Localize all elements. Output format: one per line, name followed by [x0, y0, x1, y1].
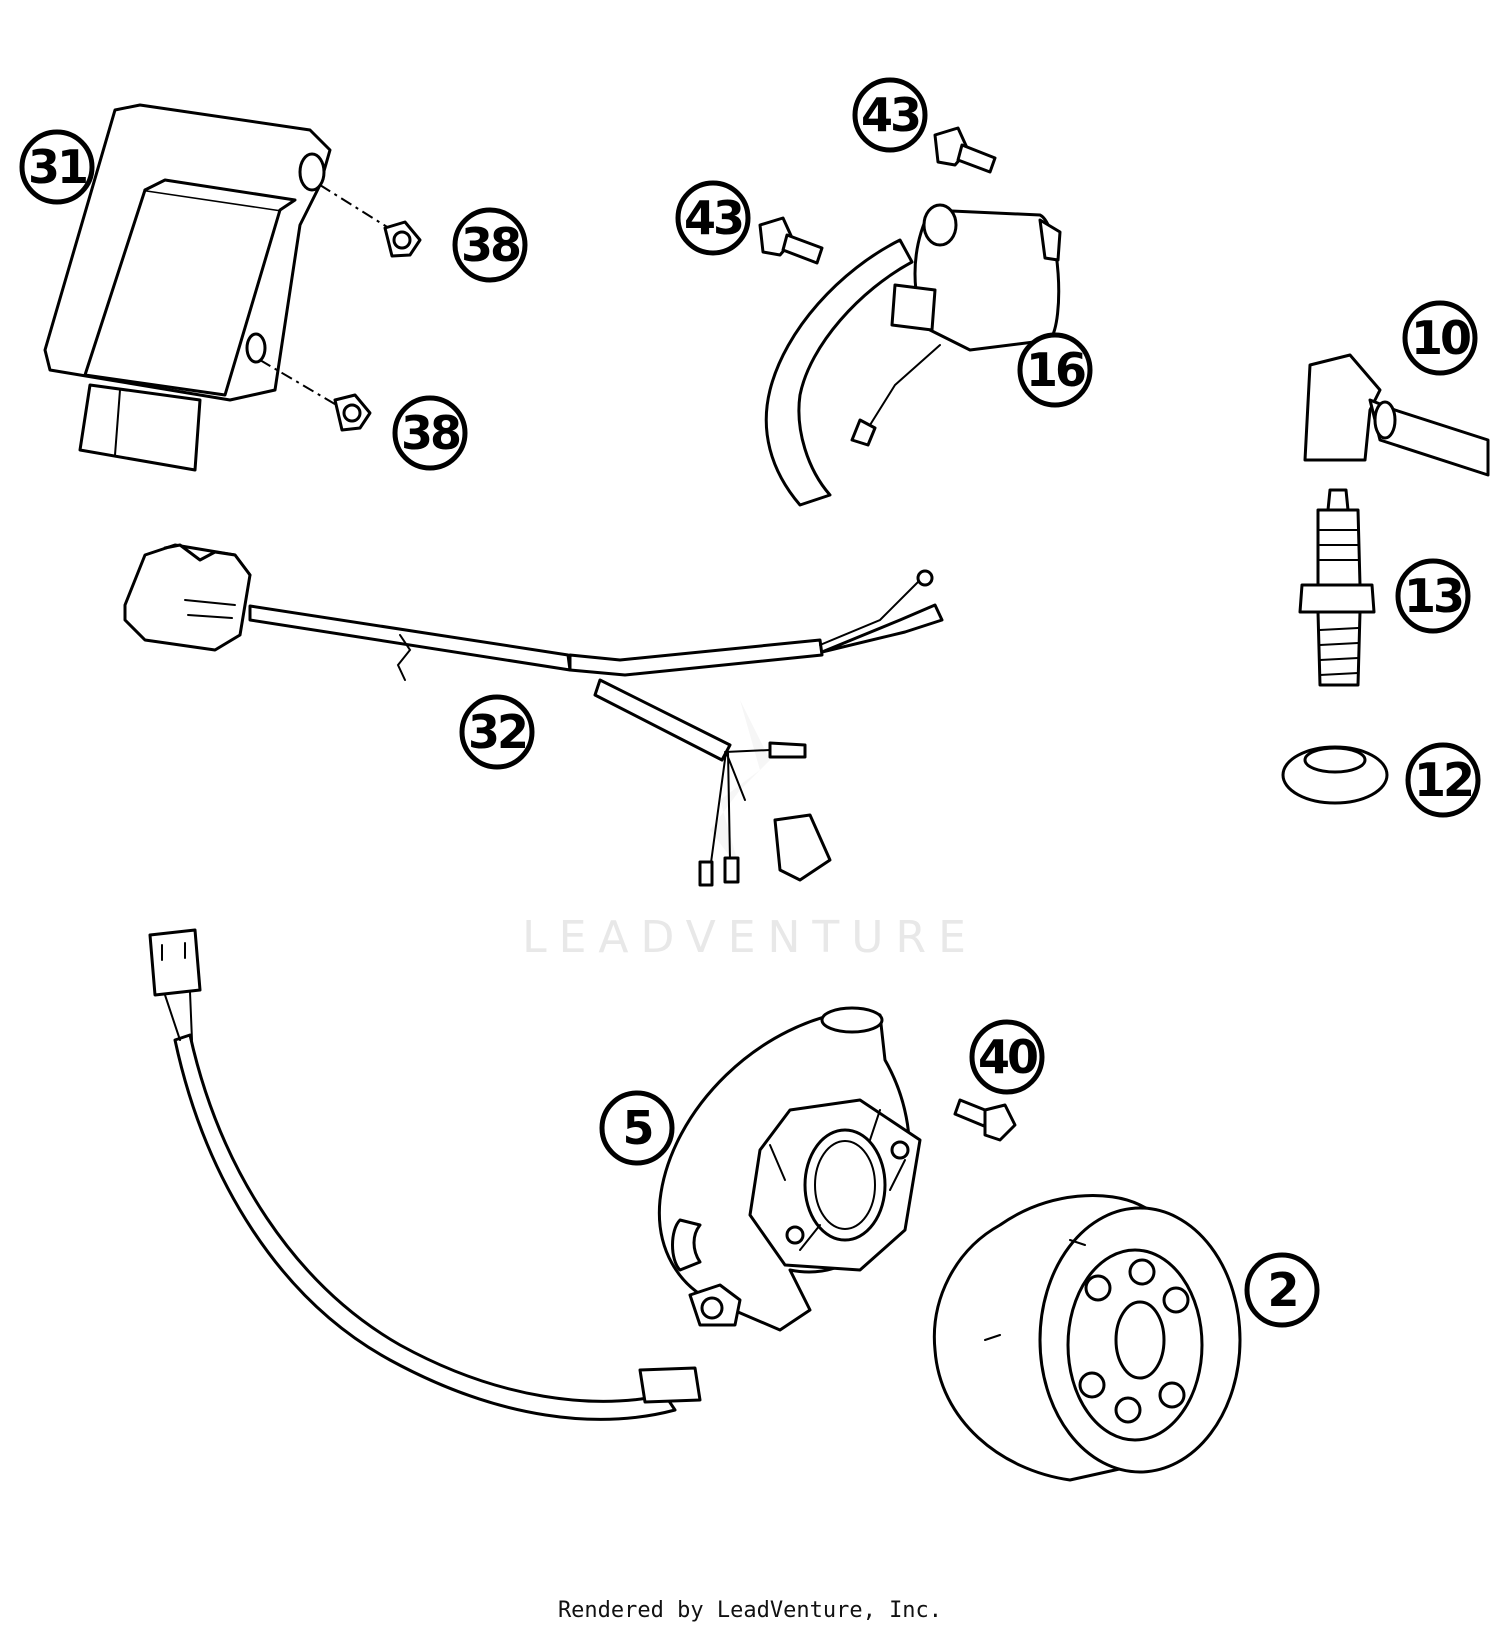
callout-38-lower: 38 [392, 395, 468, 471]
svg-text:13: 13 [1404, 569, 1462, 623]
bolt-38-lower [259, 359, 372, 432]
callout-43-lower: 43 [675, 180, 751, 256]
svg-text:16: 16 [1026, 343, 1085, 397]
svg-text:5: 5 [622, 1101, 651, 1155]
footer-credit: Rendered by LeadVenture, Inc. [557, 1598, 943, 1623]
svg-text:32: 32 [468, 705, 526, 759]
stator [148, 928, 922, 1421]
svg-text:31: 31 [28, 140, 86, 194]
bolt-43-lower [758, 216, 824, 265]
stator-screw [953, 1098, 1017, 1142]
svg-text:12: 12 [1414, 753, 1472, 807]
spark-plug-cap [1303, 353, 1490, 477]
watermark-text: LEADVENTURE [522, 912, 978, 963]
bolt-38-upper [319, 184, 422, 258]
callout-43-upper: 43 [852, 77, 928, 153]
svg-text:43: 43 [861, 88, 919, 142]
svg-text:38: 38 [461, 218, 520, 272]
callout-10: 10 [1402, 300, 1478, 376]
svg-text:43: 43 [684, 191, 742, 245]
rotor [932, 1193, 1242, 1482]
wiring-harness [123, 543, 944, 887]
callout-13: 13 [1395, 558, 1471, 634]
svg-text:10: 10 [1411, 311, 1470, 365]
callout-12: 12 [1405, 742, 1481, 818]
cdi-unit [43, 103, 332, 472]
callout-38-upper: 38 [452, 207, 528, 283]
svg-text:2: 2 [1267, 1263, 1296, 1317]
spark-plug [1298, 488, 1376, 687]
svg-text:40: 40 [978, 1030, 1037, 1084]
callout-5: 5 [599, 1090, 675, 1166]
callout-31: 31 [19, 129, 95, 205]
callout-16: 16 [1017, 332, 1093, 408]
callout-40: 40 [969, 1019, 1045, 1095]
washer [1281, 745, 1389, 805]
svg-text:38: 38 [401, 406, 460, 460]
callout-2: 2 [1244, 1252, 1320, 1328]
bolt-43-upper [933, 126, 997, 174]
callout-32: 32 [459, 694, 535, 770]
ignition-coil [764, 203, 1062, 507]
